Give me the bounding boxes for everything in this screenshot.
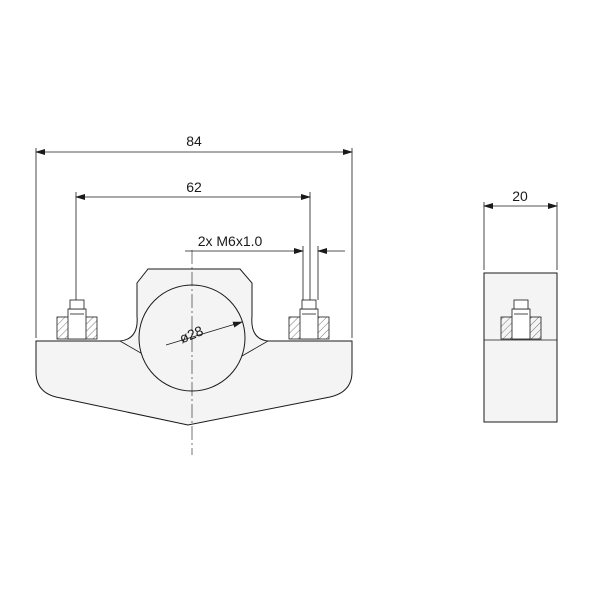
side-view: 20 (483, 188, 558, 423)
bolt-right (288, 299, 330, 340)
side-body-outline (483, 272, 558, 423)
dimension-hole-spacing: 62 (75, 179, 311, 300)
dimension-overall-width: 84 (35, 133, 353, 338)
dimension-label-side-thickness: 20 (512, 188, 528, 204)
bolt-left (56, 299, 98, 340)
bolt-side (500, 299, 542, 340)
front-view: 84 62 2x M6x1.0 ø28 (35, 133, 353, 455)
dimension-label-hole-spacing: 62 (186, 179, 202, 195)
dimension-side-thickness: 20 (483, 188, 558, 270)
thread-callout: 2x M6x1.0 (185, 233, 345, 300)
shoulder-line-right (241, 340, 269, 357)
thread-callout-label: 2x M6x1.0 (198, 233, 263, 249)
dimension-label-overall-width: 84 (186, 133, 202, 149)
